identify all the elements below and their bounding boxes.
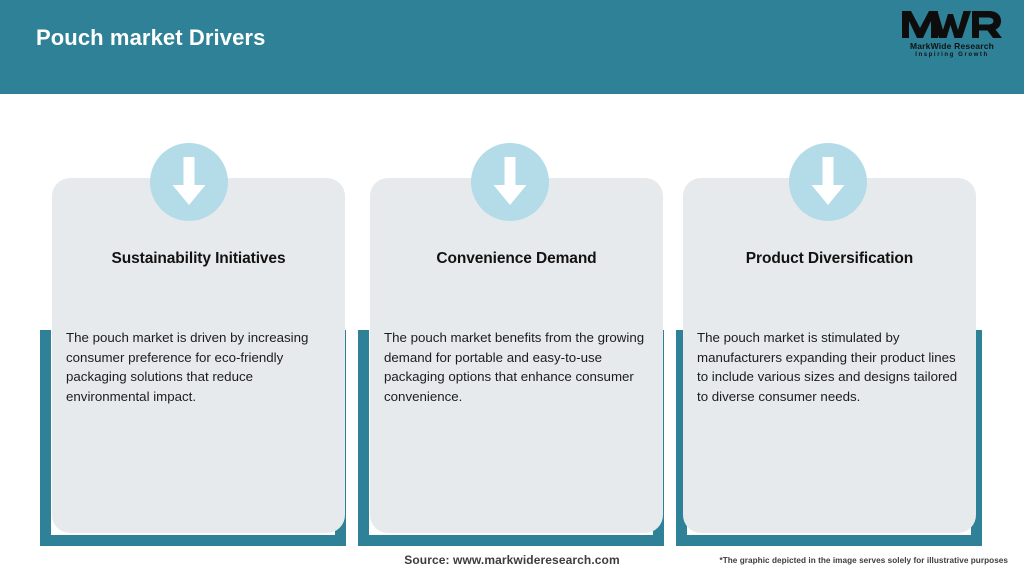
disclaimer-note: *The graphic depicted in the image serve… [719,556,1008,565]
arrow-down-icon [493,157,527,205]
mwr-monogram-icon [902,11,1002,38]
driver-card-title: Product Diversification [745,250,914,267]
driver-card-product-diversification: Product Diversification The pouch market… [683,178,976,533]
driver-icon-badge-2 [471,143,549,221]
page-title: Pouch market Drivers [36,25,266,50]
arrow-down-icon [811,157,845,205]
driver-card-body: The pouch market is driven by increasing… [66,330,309,404]
driver-card-body: The pouch market is stimulated by manufa… [697,330,958,404]
header-bar [0,0,1024,94]
driver-card-body: The pouch market benefits from the growi… [384,330,645,404]
card-bracket-3 [676,330,982,546]
arrow-down-icon [172,157,206,205]
driver-icon-badge-1 [150,143,228,221]
driver-card-title: Convenience Demand [436,250,597,267]
logo-company-name: MarkWide Research [909,41,995,51]
driver-icon-badge-3 [789,143,867,221]
brand-logo: MarkWide Research Inspiring Growth [896,8,1008,66]
logo-tagline: Inspiring Growth [915,52,989,58]
driver-card-convenience-demand: Convenience Demand The pouch market bene… [370,178,663,533]
driver-card-sustainability-initiatives: Sustainability Initiatives The pouch mar… [52,178,345,533]
driver-card-title: Sustainability Initiatives [111,250,286,267]
source-label: Source: www.markwideresearch.com [404,553,620,567]
